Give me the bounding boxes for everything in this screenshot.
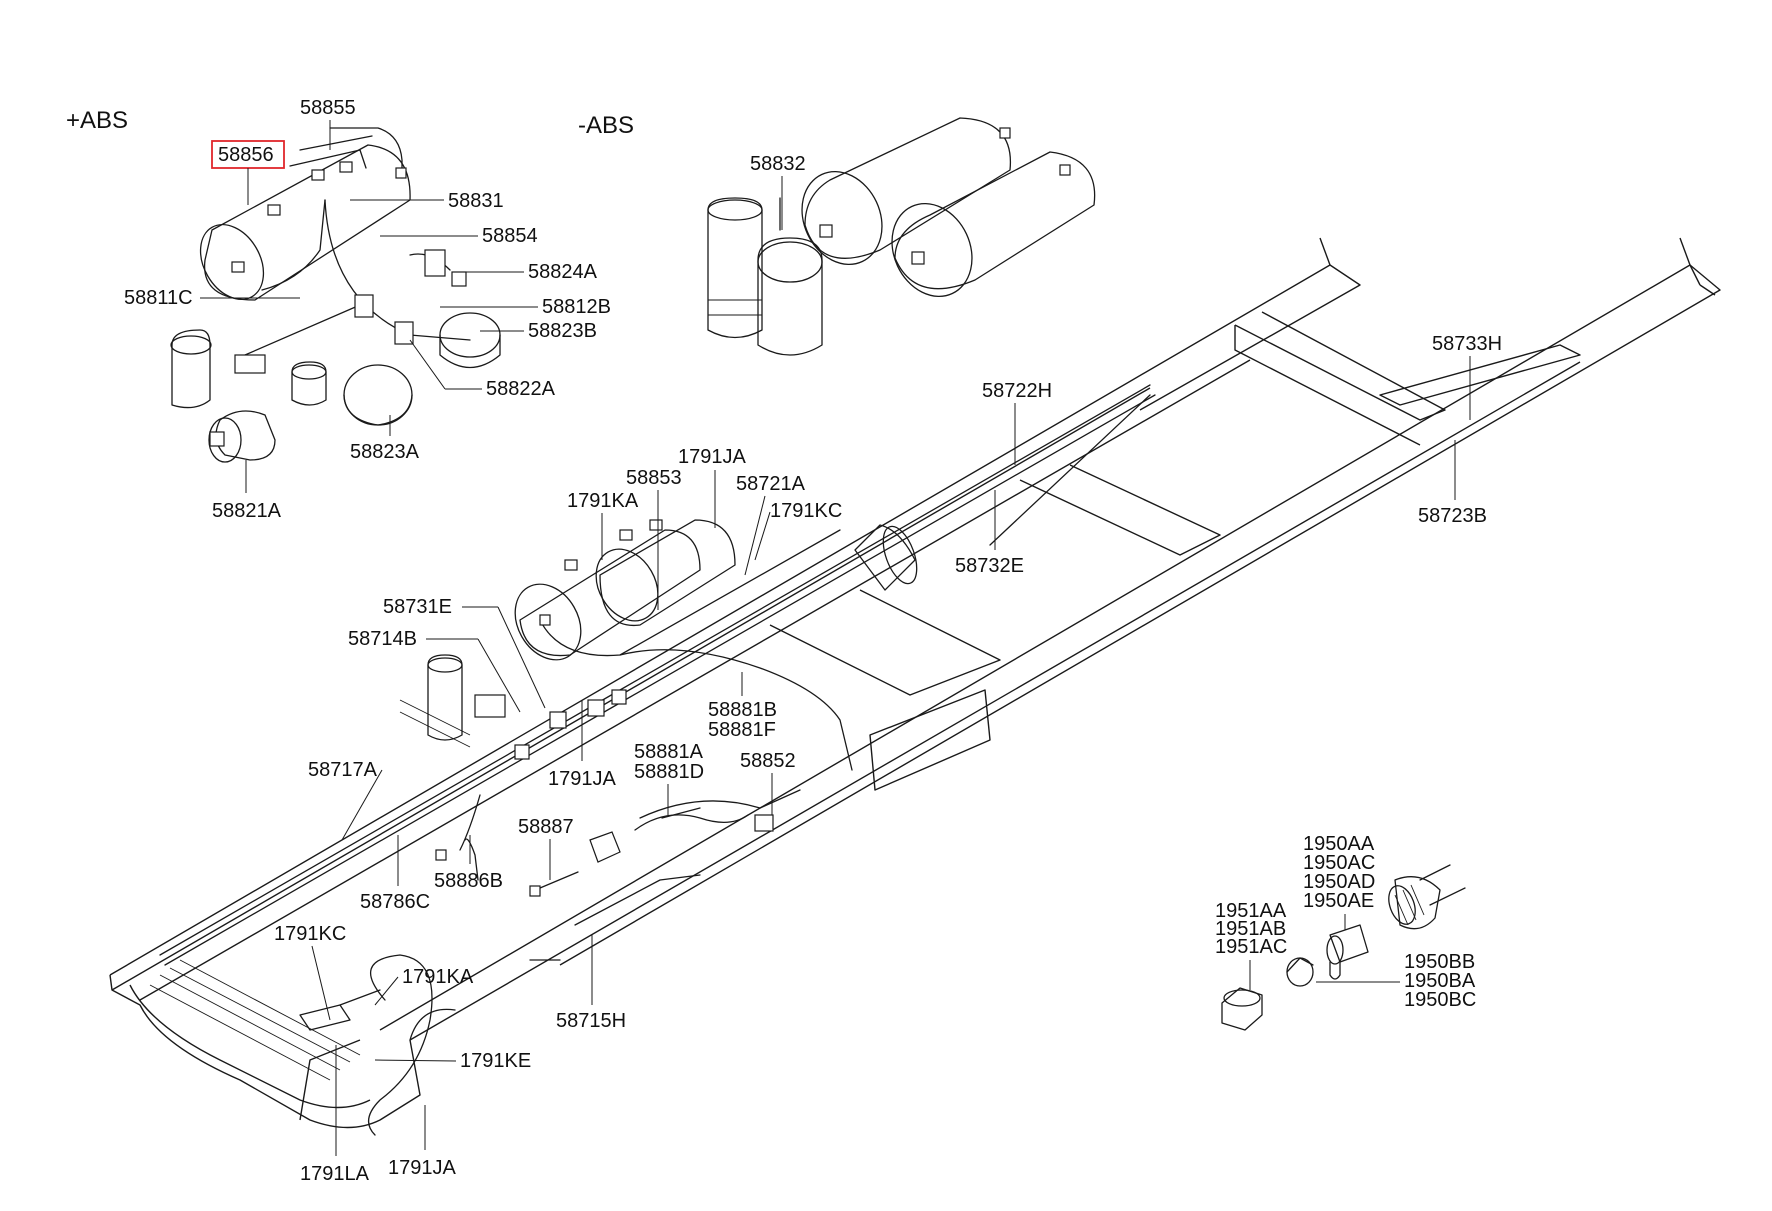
- part-label-58731E[interactable]: 58731E: [383, 596, 452, 618]
- part-label-58717A[interactable]: 58717A: [308, 759, 378, 781]
- part-label-1950BA[interactable]: 1950BA: [1404, 970, 1476, 992]
- part-label-1791KA-bot[interactable]: 1791KA: [402, 966, 474, 988]
- part-label-58732E[interactable]: 58732E: [955, 555, 1024, 577]
- part-label-58856[interactable]: 58856: [218, 144, 274, 166]
- part-label-58715H[interactable]: 58715H: [556, 1010, 626, 1032]
- part-label-58881B[interactable]: 58881B: [708, 699, 777, 721]
- abs-minus-tank-assembly: [707, 117, 1096, 356]
- chassis-frame: [109, 237, 1721, 1129]
- part-label-58854[interactable]: 58854: [482, 225, 538, 247]
- part-label-1791JA-bot[interactable]: 1791JA: [388, 1157, 456, 1179]
- part-label-1791JA-top[interactable]: 1791JA: [678, 446, 746, 468]
- abs-plus-label: +ABS: [66, 107, 128, 134]
- part-label-58853[interactable]: 58853: [626, 467, 682, 489]
- brake-lines: [159, 384, 1156, 1136]
- part-label-1950AA[interactable]: 1950AA: [1303, 833, 1375, 855]
- part-label-1791KC-top[interactable]: 1791KC: [770, 500, 842, 522]
- abs-minus-label: -ABS: [578, 112, 634, 139]
- part-label-58714B[interactable]: 58714B: [348, 628, 417, 650]
- part-label-1791KE[interactable]: 1791KE: [460, 1050, 531, 1072]
- part-label-58723B[interactable]: 58723B: [1418, 505, 1487, 527]
- part-label-58812B[interactable]: 58812B: [542, 296, 611, 318]
- part-label-58881A[interactable]: 58881A: [634, 741, 704, 763]
- part-label-58786C[interactable]: 58786C: [360, 891, 430, 913]
- part-label-1791KA-top[interactable]: 1791KA: [567, 490, 639, 512]
- part-label-58821A[interactable]: 58821A: [212, 500, 282, 522]
- part-label-58811C[interactable]: 58811C: [124, 287, 193, 309]
- part-label-58887[interactable]: 58887: [518, 816, 574, 838]
- part-label-58881F[interactable]: 58881F: [708, 719, 776, 741]
- abs-plus-tank-assembly: [170, 127, 501, 463]
- part-label-1791LA[interactable]: 1791LA: [300, 1163, 370, 1185]
- part-label-58721A[interactable]: 58721A: [736, 473, 806, 495]
- part-label-1950AD[interactable]: 1950AD: [1303, 871, 1375, 893]
- part-label-58722H[interactable]: 58722H: [982, 380, 1052, 402]
- fittings-detail: [1221, 864, 1466, 1031]
- part-label-58824A[interactable]: 58824A: [528, 261, 598, 283]
- part-label-58855[interactable]: 58855: [300, 97, 356, 119]
- part-label-58832[interactable]: 58832: [750, 153, 806, 175]
- part-label-1951AC[interactable]: 1951AC: [1215, 936, 1287, 958]
- part-label-1791KC-bot[interactable]: 1791KC: [274, 923, 346, 945]
- part-label-1950AC[interactable]: 1950AC: [1303, 852, 1375, 874]
- part-label-58823B[interactable]: 58823B: [528, 320, 597, 342]
- part-label-1951AA[interactable]: 1951AA: [1215, 900, 1287, 922]
- part-label-58733H[interactable]: 58733H: [1432, 333, 1502, 355]
- part-label-58881D[interactable]: 58881D: [634, 761, 704, 783]
- part-label-1950BC[interactable]: 1950BC: [1404, 989, 1476, 1011]
- part-label-58823A[interactable]: 58823A: [350, 441, 420, 463]
- part-label-1950BB[interactable]: 1950BB: [1404, 951, 1475, 973]
- part-label-58886B[interactable]: 58886B: [434, 870, 503, 892]
- part-label-58852[interactable]: 58852: [740, 750, 796, 772]
- part-label-1951AB[interactable]: 1951AB: [1215, 918, 1286, 940]
- part-label-58822A[interactable]: 58822A: [486, 378, 556, 400]
- part-label-1950AE[interactable]: 1950AE: [1303, 890, 1374, 912]
- part-label-1791JA-mid[interactable]: 1791JA: [548, 768, 616, 790]
- part-label-58831[interactable]: 58831: [448, 190, 504, 212]
